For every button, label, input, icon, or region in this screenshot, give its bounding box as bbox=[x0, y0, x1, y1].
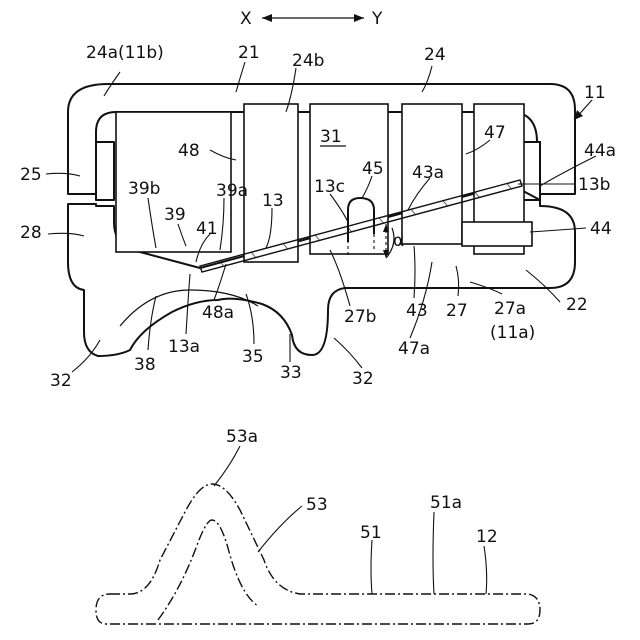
label-38: 38 bbox=[134, 355, 156, 375]
label-13c: 13c bbox=[314, 177, 345, 197]
label-24a: 24a(11b) bbox=[86, 43, 164, 63]
label-31: 31 bbox=[320, 127, 342, 147]
label-47: 47 bbox=[484, 123, 506, 143]
label-53a: 53a bbox=[226, 427, 258, 447]
direction-indicator: X Y bbox=[240, 9, 383, 29]
label-32-left: 32 bbox=[50, 371, 72, 391]
label-alpha: α bbox=[393, 231, 404, 251]
label-39a: 39a bbox=[216, 181, 248, 201]
label-43a: 43a bbox=[412, 163, 444, 183]
label-11: 11 bbox=[584, 83, 606, 103]
label-27a: 27a bbox=[494, 299, 526, 319]
label-48: 48 bbox=[178, 141, 200, 161]
label-13a: 13a bbox=[168, 337, 200, 357]
label-43: 43 bbox=[406, 301, 428, 321]
label-53: 53 bbox=[306, 495, 328, 515]
label-27: 27 bbox=[446, 301, 468, 321]
label-47a: 47a bbox=[398, 339, 430, 359]
direction-x-label: X bbox=[240, 9, 252, 29]
label-21: 21 bbox=[238, 43, 260, 63]
label-44a: 44a bbox=[584, 141, 616, 161]
label-39: 39 bbox=[164, 205, 186, 225]
label-13: 13 bbox=[262, 191, 284, 211]
label-51: 51 bbox=[360, 523, 382, 543]
label-45: 45 bbox=[362, 159, 384, 179]
label-24b: 24b bbox=[292, 51, 324, 71]
label-41: 41 bbox=[196, 219, 218, 239]
direction-y-label: Y bbox=[371, 9, 383, 29]
label-35: 35 bbox=[242, 347, 264, 367]
label-22: 22 bbox=[566, 295, 588, 315]
label-39b: 39b bbox=[128, 179, 160, 199]
label-33: 33 bbox=[280, 363, 302, 383]
label-12: 12 bbox=[476, 527, 498, 547]
label-24: 24 bbox=[424, 45, 446, 65]
hook-25 bbox=[96, 142, 114, 200]
label-28: 28 bbox=[20, 223, 42, 243]
label-25: 25 bbox=[20, 165, 42, 185]
label-11a: (11a) bbox=[490, 323, 535, 343]
leader-lines-lower bbox=[214, 446, 487, 594]
label-51a: 51a bbox=[430, 493, 462, 513]
label-32-right: 32 bbox=[352, 369, 374, 389]
label-48a: 48a bbox=[202, 303, 234, 323]
label-44: 44 bbox=[590, 219, 612, 239]
label-13b: 13b bbox=[578, 175, 610, 195]
label-27b: 27b bbox=[344, 307, 376, 327]
